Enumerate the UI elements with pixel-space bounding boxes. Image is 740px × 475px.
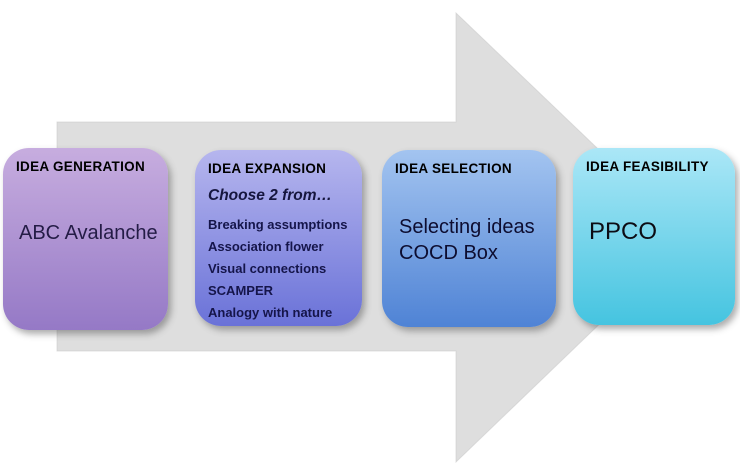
process-arrow-shape xyxy=(56,11,691,464)
expansion-method-item: Association flower xyxy=(208,239,324,254)
stage-body-idea-generation: ABC Avalanche xyxy=(19,222,158,244)
stage-card-idea-generation: IDEA GENERATION ABC Avalanche xyxy=(3,148,168,330)
expansion-methods-list: Breaking assumptions Association flower … xyxy=(208,214,354,324)
stage-card-idea-feasibility: IDEA FEASIBILITY PPCO xyxy=(573,148,735,325)
expansion-method-item: Breaking assumptions xyxy=(208,217,348,232)
stage-title-idea-feasibility: IDEA FEASIBILITY xyxy=(586,159,709,174)
expansion-method-item: SCAMPER xyxy=(208,283,274,298)
stage-card-idea-expansion: IDEA EXPANSION Choose 2 from… Breaking a… xyxy=(195,150,362,326)
stage-title-idea-expansion: IDEA EXPANSION xyxy=(208,161,327,176)
stage-title-idea-selection: IDEA SELECTION xyxy=(395,161,512,176)
stage-title-idea-generation: IDEA GENERATION xyxy=(16,159,146,174)
selection-line: COCD Box xyxy=(399,242,498,264)
stage-subtitle-idea-expansion: Choose 2 from… xyxy=(208,187,333,204)
expansion-method-item: Visual connections xyxy=(208,261,327,276)
stage-body-idea-selection: Selecting ideas COCD Box xyxy=(395,214,548,266)
stage-card-idea-selection: IDEA SELECTION Selecting ideas COCD Box xyxy=(382,150,556,327)
stage-body-idea-feasibility: PPCO xyxy=(589,218,658,245)
expansion-method-item: Analogy with nature xyxy=(208,305,333,320)
selection-line: Selecting ideas xyxy=(399,216,535,238)
